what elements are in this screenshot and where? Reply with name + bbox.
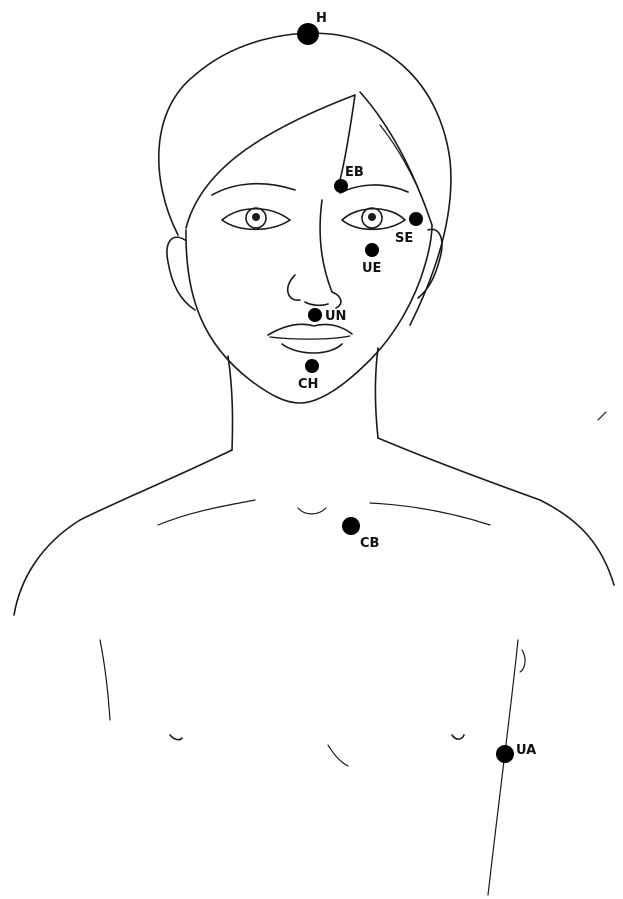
right-torso-line [488, 640, 518, 895]
point-cb-dot [342, 517, 360, 535]
sketch-mark [598, 412, 606, 420]
left-pupil [252, 213, 260, 221]
sternal-notch [298, 508, 326, 514]
hair-fringe [186, 95, 355, 228]
point-se: SE [395, 212, 423, 246]
right-arm-edge [520, 650, 525, 672]
point-ch-dot [305, 359, 319, 373]
left-eyebrow [212, 184, 295, 195]
right-nipple-mark [452, 735, 464, 739]
point-h: H [297, 11, 327, 45]
point-se-dot [409, 212, 423, 226]
right-eyebrow [340, 185, 408, 193]
hair-side-right [360, 92, 432, 225]
point-ua-dot [496, 745, 514, 763]
point-ua: UA [496, 743, 536, 763]
point-eb-dot [334, 179, 348, 193]
point-ch-label: CH [298, 377, 318, 392]
point-cb-label: CB [360, 536, 379, 551]
point-un-label: UN [325, 309, 346, 324]
neck-left [228, 356, 233, 450]
point-ch: CH [298, 359, 319, 392]
sternum-mark [328, 745, 348, 766]
right-ear [418, 229, 442, 298]
mouth-upper [268, 324, 352, 335]
point-un-dot [308, 308, 322, 322]
left-ear [167, 237, 195, 310]
mouth-lower [282, 344, 342, 353]
point-se-label: SE [395, 231, 413, 246]
hair-outline [159, 33, 451, 325]
neck-right [375, 348, 378, 438]
point-ue: UE [362, 243, 381, 276]
right-shoulder [378, 438, 614, 585]
left-arm-line [100, 640, 110, 720]
mouth-line [270, 336, 350, 339]
nose-base [288, 275, 341, 308]
point-cb: CB [342, 517, 379, 551]
left-clavicle [158, 500, 255, 525]
point-ue-dot [365, 243, 379, 257]
left-shoulder [14, 450, 232, 615]
point-un: UN [308, 308, 346, 324]
point-h-dot [297, 23, 319, 45]
nose-bridge [320, 200, 332, 292]
point-ue-label: UE [362, 261, 381, 276]
right-pupil [368, 213, 376, 221]
right-clavicle [370, 503, 490, 525]
hair-strand [380, 125, 425, 205]
left-nipple-mark [170, 735, 182, 740]
point-ua-label: UA [516, 743, 536, 758]
point-eb-label: EB [345, 165, 364, 180]
point-h-label: H [316, 11, 327, 26]
